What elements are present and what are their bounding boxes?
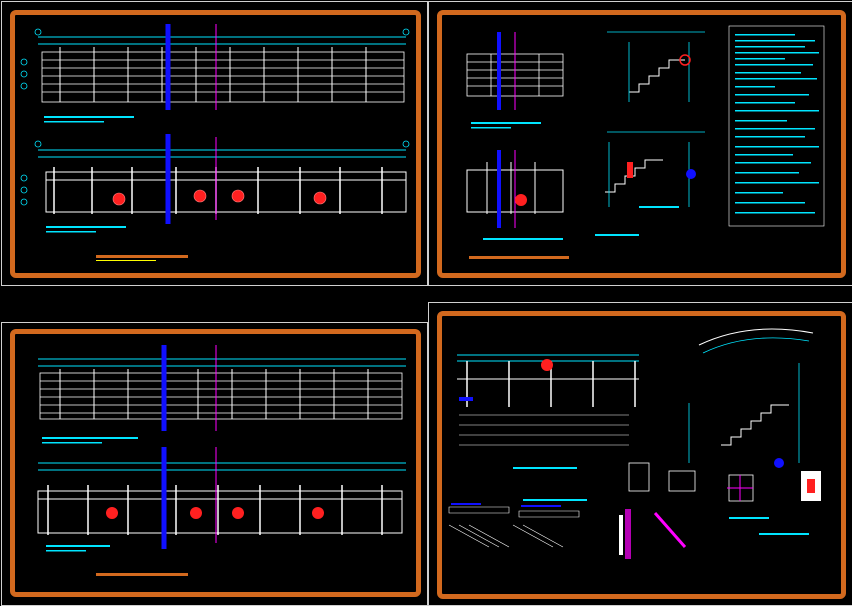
drawing-sheet-2[interactable] — [428, 1, 852, 286]
elevation-drawing-3 — [37, 345, 406, 576]
sheet-frame — [437, 10, 846, 278]
detail-drawing-2 — [466, 25, 825, 259]
drawing-sheet-1[interactable] — [1, 1, 428, 286]
sheet-frame — [10, 329, 421, 597]
drawing-sheet-4[interactable] — [428, 302, 852, 606]
elevation-drawing-1 — [20, 24, 410, 261]
detail-drawing-4 — [448, 328, 821, 559]
drawing-sheet-3[interactable] — [1, 322, 428, 606]
sheet-frame — [437, 311, 846, 599]
sheet-frame — [10, 10, 421, 278]
